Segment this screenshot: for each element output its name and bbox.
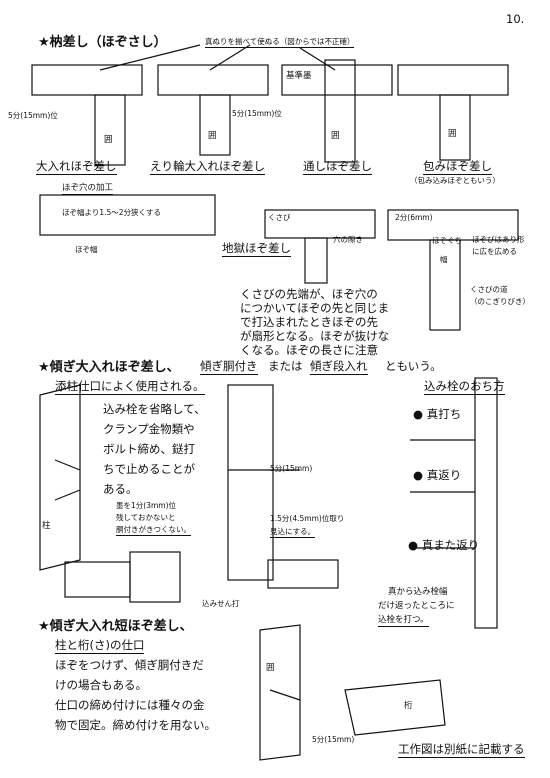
desc-line: ある。 — [103, 482, 138, 496]
mark: 囲 — [104, 135, 113, 145]
dim-label: 2分(6mm) — [395, 213, 433, 222]
kusabi-michi-label: くさびの道 — [470, 285, 508, 294]
gap-label: 穴の隙き — [333, 235, 363, 244]
note-top: 真ぬりを揃べて使ぬる（図からでは不正確） — [205, 37, 355, 48]
komisen-title: 込み栓のおち方 — [424, 379, 505, 395]
kijunzumi-label: 基準墨 — [286, 71, 312, 81]
usage-note: 添柱仕口によく使用される。 — [55, 379, 205, 395]
nokogiri-label: （のこぎりびき） — [470, 297, 530, 306]
footer-note: 工作図は別紙に記載する — [398, 742, 525, 758]
hashira-label: 柱 — [42, 521, 51, 531]
page-number: 10. — [506, 12, 525, 26]
conjunction: または — [268, 359, 303, 373]
dim-label: 5分(15mm) — [312, 735, 355, 744]
section-title-katagi: ★傾ぎ大入れほぞ差し、 — [38, 360, 180, 375]
desc-line: ちで止めることが — [103, 462, 195, 476]
bottom-note: 真から込み栓幅 — [388, 587, 448, 597]
explanation-line: くさびの先端が、ほぞ穴の — [240, 287, 378, 301]
sumi-note: 残しておかないと — [116, 513, 176, 522]
jigoku-label: 地獄ほぞ差し — [222, 241, 291, 257]
section-title-hozosashi: ★枘差し（ほぞさし） — [38, 35, 167, 50]
ari-note: ほぞびはあり形 — [472, 235, 525, 244]
komisen-method: ● 真返り — [413, 468, 462, 482]
desc-line: ボルト締め、鎹打 — [103, 442, 195, 456]
mark: 桁 — [404, 701, 413, 711]
komisen-method: ● 真打ち — [413, 407, 462, 421]
dim-label: 5分(15mm) — [270, 464, 313, 473]
conjunction: ともいう。 — [385, 359, 442, 373]
komisen-label: 込みせん打 — [202, 599, 240, 608]
komisen-method: ● 真また返り — [408, 538, 480, 552]
bottom-note: 込栓を打つ。 — [378, 615, 429, 627]
hozo-note: ほぞ幅より1.5～2分狭くする — [62, 208, 162, 217]
ari-note: に広を広める — [472, 247, 517, 256]
joint-sublabel: （包み込みほぞともいう） — [410, 176, 500, 185]
explanation-line: で打込まれたときほぞの先 — [240, 315, 378, 329]
bottom-note: だけ返ったところに — [378, 601, 455, 611]
sumi-note: 墨を1分(3mm)位 — [116, 501, 177, 510]
hozoguchi-label: ほぞぐち — [432, 236, 462, 245]
mark: 囲 — [208, 131, 217, 141]
desc-line: クランプ金物類や — [103, 422, 195, 436]
desc-line: ほぞをつけず、傾ぎ胴付きだ — [55, 658, 204, 672]
hozo-kakou-label: ほぞ穴の加工 — [62, 183, 114, 195]
explanation-line: につかいてほぞの先と同じま — [240, 301, 390, 315]
section-sub: 柱と桁(さ)の仕口 — [55, 638, 145, 654]
sumi-note: 胴付きがきつくない。 — [116, 525, 191, 536]
joint-label: 通しほぞ差し — [303, 159, 372, 175]
hozo-haba-label: ほぞ幅 — [75, 245, 98, 254]
dim-label: 5分(15mm)位 — [232, 109, 282, 118]
desc-line: 物で固定。締め付けを用ない。 — [55, 718, 216, 732]
haba-label: 幅 — [440, 255, 448, 264]
kusabi-label: くさび — [268, 213, 291, 222]
mark: 囲 — [331, 131, 340, 141]
alt-name: 傾ぎ胴付き — [200, 359, 258, 375]
desc-line: けの場合もある。 — [55, 678, 147, 692]
joint-label: 大入れほぞ差し — [36, 159, 117, 175]
section-title-katagi-tan: ★傾ぎ大入れ短ほぞ差し、 — [38, 619, 193, 634]
alt-name: 傾ぎ段入れ — [310, 359, 368, 375]
mark: 囲 — [266, 663, 275, 673]
desc-line: 仕口の締め付けには種々の金 — [55, 698, 205, 712]
explanation-line: が扇形となる。ほぞが抜けな — [240, 329, 390, 343]
mark: 囲 — [448, 129, 457, 139]
dim-label: 5分(15mm)位 — [8, 111, 58, 120]
mikomi-label: 見込にする。 — [270, 527, 316, 538]
desc-line: 込み栓を省略して、 — [103, 402, 206, 416]
joint-label: えり輪大入れほぞ差し — [150, 159, 265, 175]
dim-label: 1.5分(4.5mm)位取り — [270, 514, 345, 523]
joint-label: 包みほぞ差し — [423, 159, 492, 175]
explanation-line: くなる。ほぞの長さに注意 — [240, 343, 378, 357]
